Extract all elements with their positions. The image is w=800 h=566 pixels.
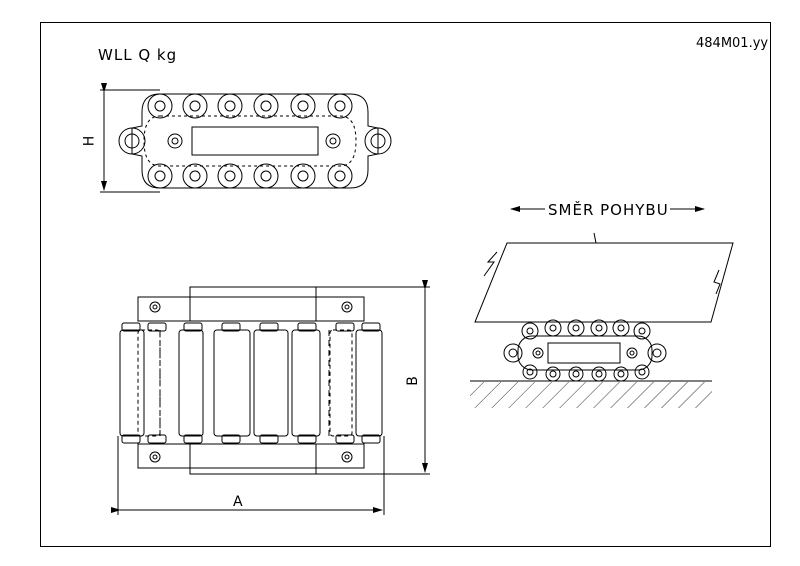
axle-caps-bottom	[121, 434, 381, 444]
drawing-frame	[40, 22, 771, 547]
dimension-h-label: H	[81, 135, 98, 147]
bottom-rollers	[147, 163, 353, 189]
dimension-b-label: B	[404, 376, 421, 386]
top-rollers	[147, 93, 353, 119]
dimension-a-label: A	[233, 494, 243, 510]
front-rollers	[119, 329, 383, 437]
drawing-code: 484M01.yy	[696, 36, 769, 51]
front-view	[111, 280, 430, 515]
side-view	[470, 206, 734, 408]
ground-hatch	[470, 382, 712, 408]
side-rollers-top	[521, 319, 651, 340]
capacity-label: WLL Q kg	[98, 46, 178, 64]
axle-caps-top	[121, 322, 381, 332]
direction-label: SMĚR POHYBU	[548, 201, 669, 219]
top-view	[100, 83, 392, 193]
